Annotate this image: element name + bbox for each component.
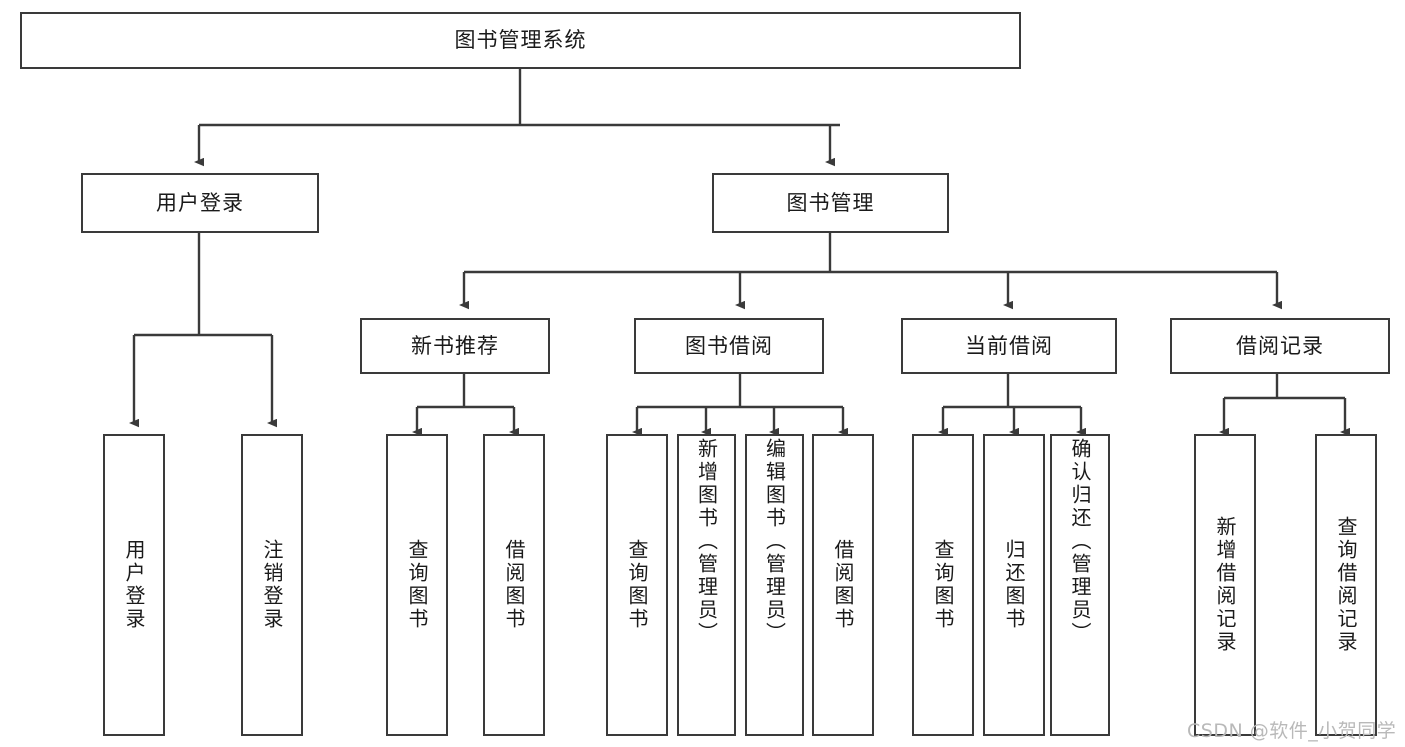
node-book-borrow[interactable]: 图书借阅 — [634, 318, 824, 374]
node-leaf-logout-label: 注销登录 — [260, 539, 284, 631]
node-borrow-record[interactable]: 借阅记录 — [1170, 318, 1390, 374]
node-leaf-query-record[interactable]: 查询借阅记录 — [1315, 434, 1377, 736]
node-leaf-query-book-2[interactable]: 查询图书 — [606, 434, 668, 736]
node-leaf-return-book[interactable]: 归还图书 — [983, 434, 1045, 736]
node-borrow-record-label: 借阅记录 — [1236, 333, 1324, 358]
node-leaf-logout[interactable]: 注销登录 — [241, 434, 303, 736]
node-leaf-edit-book[interactable]: 编辑图书（管理员） — [745, 434, 804, 736]
node-leaf-borrow-book-2-label: 借阅图书 — [831, 539, 855, 631]
node-leaf-borrow-book-1[interactable]: 借阅图书 — [483, 434, 545, 736]
node-book-management[interactable]: 图书管理 — [712, 173, 949, 233]
node-leaf-return-book-label: 归还图书 — [1002, 539, 1026, 631]
node-leaf-query-book-3[interactable]: 查询图书 — [912, 434, 974, 736]
node-current-borrow[interactable]: 当前借阅 — [901, 318, 1117, 374]
node-user-login-label: 用户登录 — [156, 190, 244, 215]
node-leaf-add-record-label: 新增借阅记录 — [1213, 516, 1237, 654]
node-leaf-borrow-book-2[interactable]: 借阅图书 — [812, 434, 874, 736]
node-new-book-recommend-label: 新书推荐 — [411, 333, 499, 358]
node-book-borrow-label: 图书借阅 — [685, 333, 773, 358]
node-leaf-query-book-1[interactable]: 查询图书 — [386, 434, 448, 736]
node-leaf-confirm-return-label: 确认归还（管理员） — [1068, 438, 1092, 645]
node-root[interactable]: 图书管理系统 — [20, 12, 1021, 69]
node-current-borrow-label: 当前借阅 — [965, 333, 1053, 358]
node-leaf-user-login[interactable]: 用户登录 — [103, 434, 165, 736]
node-leaf-query-record-label: 查询借阅记录 — [1334, 516, 1358, 654]
node-leaf-borrow-book-1-label: 借阅图书 — [502, 539, 526, 631]
node-book-management-label: 图书管理 — [786, 190, 875, 215]
node-root-label: 图书管理系统 — [454, 28, 587, 53]
node-leaf-query-book-3-label: 查询图书 — [931, 539, 955, 631]
node-leaf-query-book-1-label: 查询图书 — [405, 539, 429, 631]
node-leaf-add-book[interactable]: 新增图书（管理员） — [677, 434, 736, 736]
node-leaf-add-record[interactable]: 新增借阅记录 — [1194, 434, 1256, 736]
node-leaf-add-book-label: 新增图书（管理员） — [694, 438, 719, 645]
node-leaf-edit-book-label: 编辑图书（管理员） — [762, 438, 787, 645]
node-leaf-query-book-2-label: 查询图书 — [625, 539, 649, 631]
node-new-book-recommend[interactable]: 新书推荐 — [360, 318, 550, 374]
watermark: CSDN @软件_小贺同学 — [1187, 720, 1397, 742]
node-user-login[interactable]: 用户登录 — [81, 173, 319, 233]
node-leaf-confirm-return[interactable]: 确认归还（管理员） — [1050, 434, 1110, 736]
node-leaf-user-login-label: 用户登录 — [122, 539, 146, 631]
